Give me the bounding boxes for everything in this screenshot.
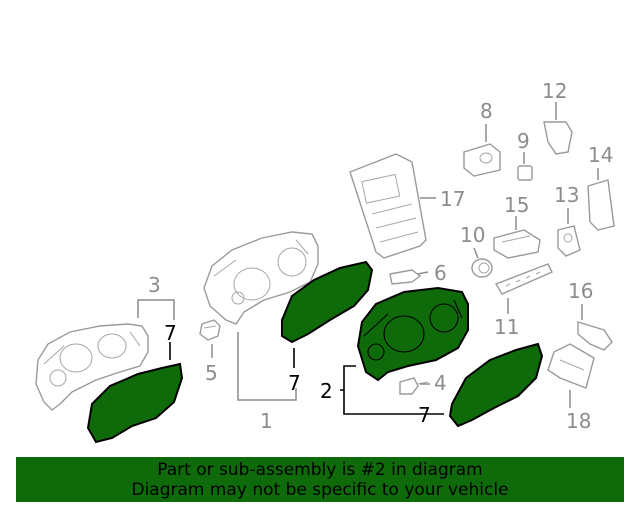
disclaimer-banner: Part or sub-assembly is #2 in diagram Di… — [16, 457, 624, 502]
callout-17[interactable]: 17 — [440, 187, 465, 211]
screw-part-4 — [399, 377, 429, 395]
knob-part-10 — [471, 258, 493, 278]
callout-5[interactable]: 5 — [205, 361, 218, 385]
button-part-9 — [517, 165, 533, 181]
lens-right-highlight — [448, 342, 544, 428]
instrument-cluster-left — [35, 323, 149, 411]
callout-18[interactable]: 18 — [566, 409, 591, 433]
callout-7-right[interactable]: 7 — [418, 403, 431, 427]
clip-part-5 — [199, 319, 221, 341]
banner-line-2: Diagram may not be specific to your vehi… — [131, 480, 509, 500]
callout-6[interactable]: 6 — [434, 261, 447, 285]
callout-9[interactable]: 9 — [517, 129, 530, 153]
callout-1[interactable]: 1 — [260, 409, 273, 433]
leader-lines — [137, 102, 599, 415]
banner-line-1: Part or sub-assembly is #2 in diagram — [157, 460, 483, 480]
bracket-part-18 — [547, 343, 595, 389]
connector-part-6 — [389, 269, 422, 285]
switch-part-8 — [463, 143, 501, 177]
callout-10[interactable]: 10 — [460, 223, 485, 247]
instrument-cluster-highlight — [356, 286, 469, 382]
switch-bank-part-11 — [494, 263, 553, 295]
lens-left-highlight — [86, 362, 184, 444]
callout-11[interactable]: 11 — [494, 315, 519, 339]
callout-4[interactable]: 4 — [434, 371, 447, 395]
module-part-15 — [493, 229, 541, 259]
clip-part-12 — [543, 121, 573, 155]
callout-15[interactable]: 15 — [504, 193, 529, 217]
callout-12[interactable]: 12 — [542, 79, 567, 103]
bracket-part-14 — [587, 179, 615, 231]
callout-7-left[interactable]: 7 — [164, 321, 177, 345]
callout-labels: 3 7 5 1 7 2 7 4 6 17 8 9 10 11 12 13 14 … — [148, 79, 613, 433]
center-bezel-part-17 — [349, 153, 427, 259]
sensor-part-16 — [577, 321, 613, 351]
module-part-13 — [557, 225, 581, 257]
callout-3[interactable]: 3 — [148, 273, 161, 297]
callout-8[interactable]: 8 — [480, 99, 493, 123]
instrument-cluster-center — [203, 231, 319, 325]
callout-14[interactable]: 14 — [588, 143, 613, 167]
callout-13[interactable]: 13 — [554, 183, 579, 207]
lens-center-highlight — [281, 260, 374, 344]
callout-2[interactable]: 2 — [320, 379, 333, 403]
callout-7-center[interactable]: 7 — [288, 371, 301, 395]
callout-16[interactable]: 16 — [568, 279, 593, 303]
